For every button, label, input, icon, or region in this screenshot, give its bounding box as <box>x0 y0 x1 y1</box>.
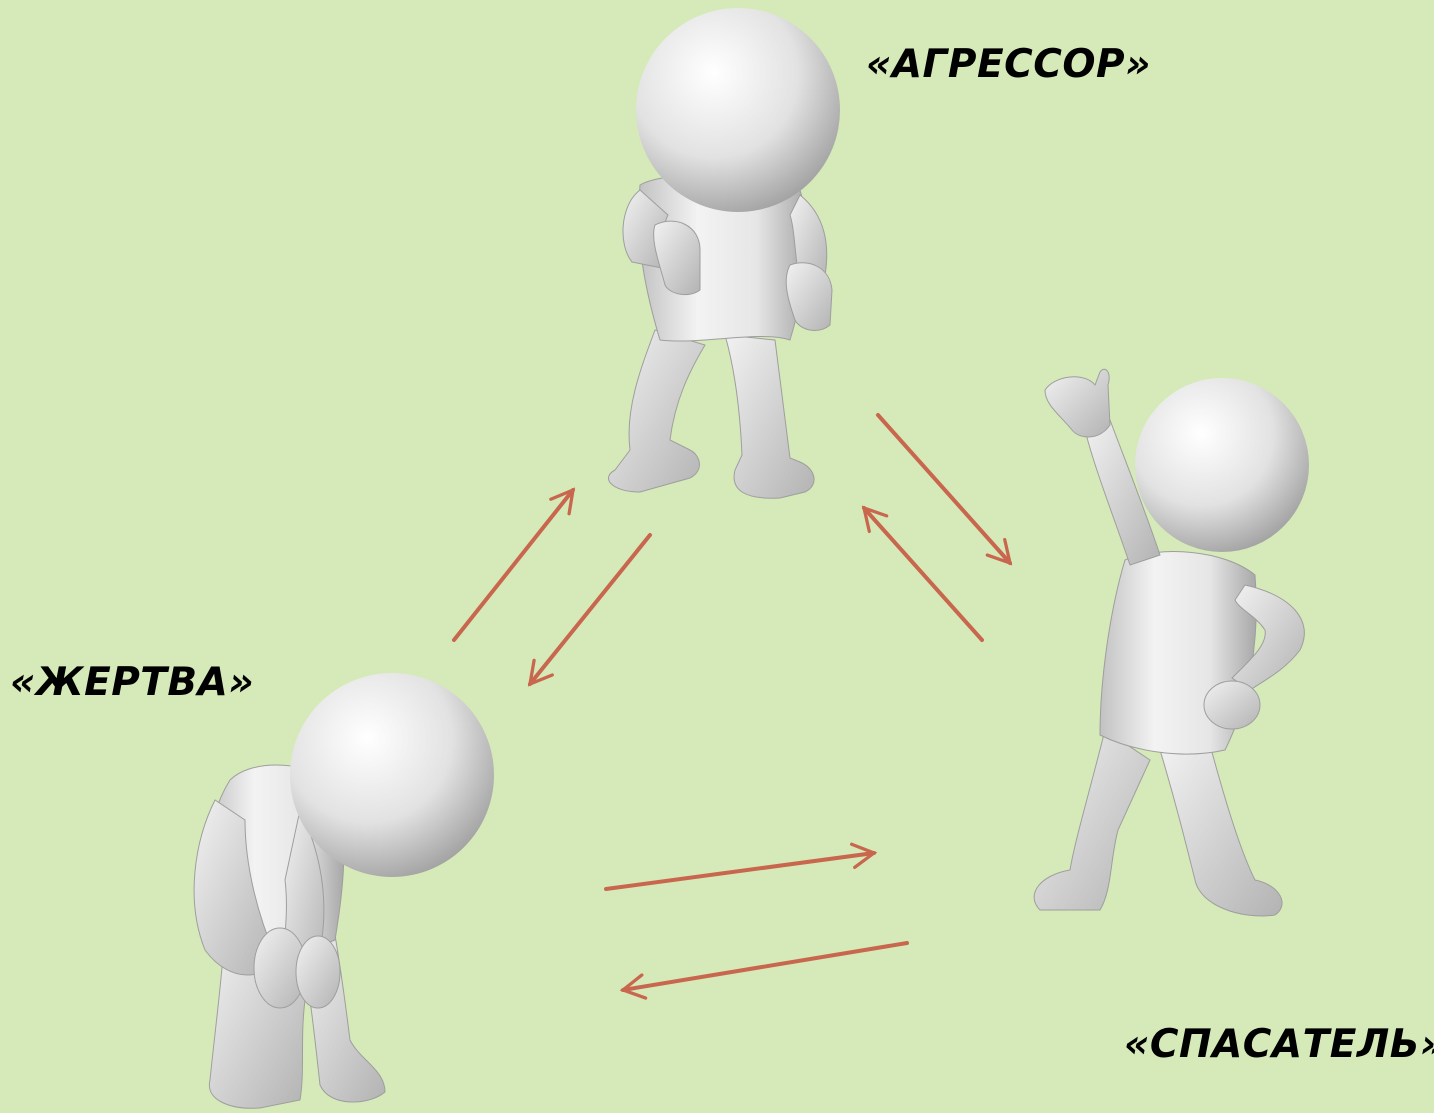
victim-figure <box>193 673 494 1109</box>
aggressor-label: «АГРЕССОР» <box>866 42 1151 87</box>
arrow-aggressor-to-victim <box>527 533 652 687</box>
arrow-victim-to-aggressor <box>452 487 576 642</box>
rescuer-label: «СПАСАТЕЛЬ» <box>1124 1022 1434 1067</box>
arrow-aggressor-to-rescuer <box>876 413 1013 566</box>
rescuer-figure <box>1033 368 1309 917</box>
arrows <box>452 413 1013 1000</box>
arrow-victim-to-rescuer <box>604 842 878 891</box>
arrow-rescuer-to-aggressor <box>861 505 984 642</box>
arrow-rescuer-to-victim <box>619 941 909 1000</box>
victim-label: «ЖЕРТВА» <box>10 660 255 705</box>
aggressor-figure <box>608 8 840 499</box>
